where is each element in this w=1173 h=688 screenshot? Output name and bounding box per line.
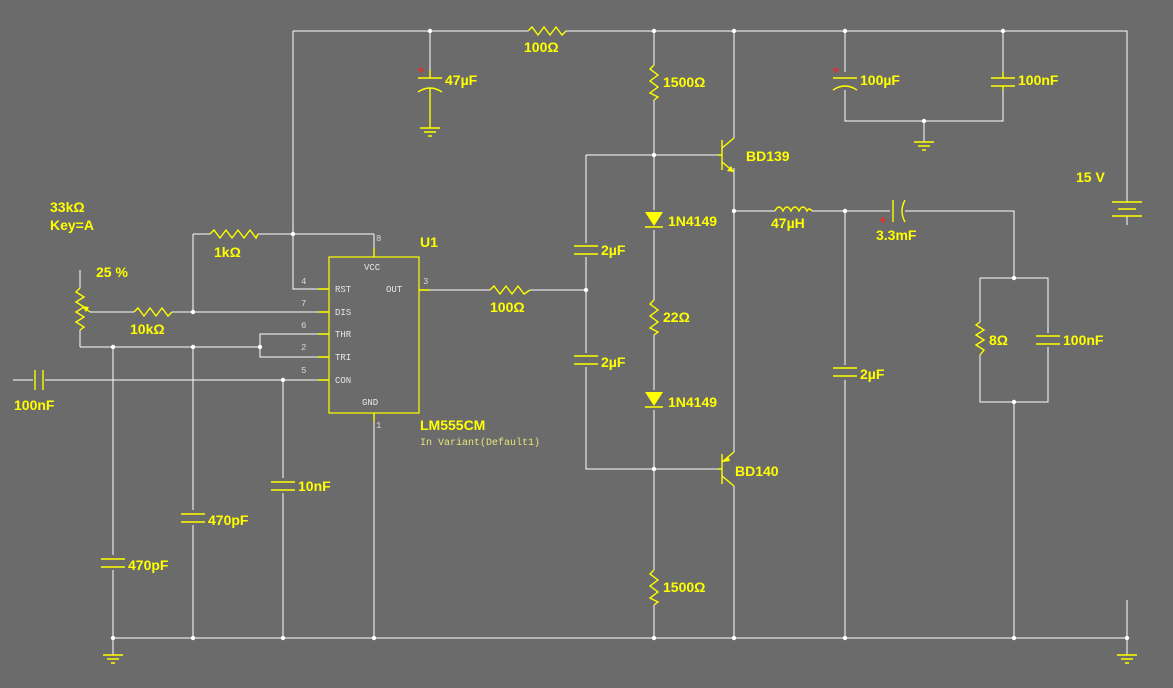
- pin-thr: THR: [335, 330, 352, 340]
- capacitor-icon[interactable]: [833, 367, 857, 377]
- label-r-8: 8Ω: [989, 332, 1008, 348]
- resistor-icon[interactable]: [648, 569, 660, 606]
- pin-gnd: GND: [362, 398, 378, 408]
- resistor-icon[interactable]: [648, 64, 660, 101]
- pin-out: OUT: [386, 285, 403, 295]
- electrolytic-capacitor-icon[interactable]: [417, 67, 443, 128]
- label-r-22: 22Ω: [663, 309, 690, 325]
- pin-number-6: 6: [301, 321, 306, 331]
- pin-number-3: 3: [423, 277, 428, 287]
- pin-dis: DIS: [335, 308, 351, 318]
- diode-icon[interactable]: [645, 392, 663, 408]
- label-r-1k: 1kΩ: [214, 244, 241, 260]
- label-r-top: 100Ω: [524, 39, 559, 55]
- resistor-icon[interactable]: [648, 299, 660, 336]
- capacitor-icon[interactable]: [101, 558, 125, 568]
- battery-icon[interactable]: [1112, 201, 1142, 217]
- electrolytic-capacitor-icon[interactable]: [880, 199, 906, 223]
- label-c-2u-a: 2µF: [601, 242, 626, 258]
- label-c-100u: 100µF: [860, 72, 900, 88]
- capacitor-icon[interactable]: [574, 355, 598, 365]
- capacitor-icon[interactable]: [34, 370, 44, 390]
- label-d-top: 1N4149: [668, 213, 717, 229]
- label-u1-ref: U1: [420, 234, 438, 250]
- label-r-10k: 10kΩ: [130, 321, 165, 337]
- pin-number-5: 5: [301, 366, 306, 376]
- pin-number-8: 8: [376, 234, 381, 244]
- label-c-2u-out: 2µF: [860, 366, 885, 382]
- capacitor-icon[interactable]: [271, 481, 295, 491]
- label-u1-variant: In Variant(Default1): [420, 437, 540, 449]
- ground-icon: [103, 654, 123, 664]
- label-c-100n-top: 100nF: [1018, 72, 1059, 88]
- pin-number-7: 7: [301, 299, 306, 309]
- pin-number-2: 2: [301, 343, 306, 353]
- pin-number-1: 1: [376, 421, 381, 431]
- label-c-47: 47µF: [445, 72, 478, 88]
- label-pot-value: 33kΩ: [50, 199, 85, 215]
- label-pot-key: Key=A: [50, 217, 94, 233]
- wires: [13, 30, 1128, 655]
- diode-icon[interactable]: [645, 212, 663, 228]
- label-c-470-a: 470pF: [208, 512, 249, 528]
- capacitor-icon[interactable]: [1036, 335, 1060, 345]
- resistor-icon[interactable]: [974, 321, 986, 356]
- label-c-3m3: 3.3mF: [876, 227, 917, 243]
- label-r-1500-top: 1500Ω: [663, 74, 705, 90]
- resistor-icon[interactable]: [133, 306, 173, 318]
- label-q-top: BD139: [746, 148, 790, 164]
- junction-dots: [110, 28, 1130, 641]
- label-q-bot: BD140: [735, 463, 779, 479]
- resistor-icon[interactable]: [527, 25, 567, 37]
- label-pot-pct: 25 %: [96, 264, 128, 280]
- pin-number-4: 4: [301, 277, 306, 287]
- label-d-bot: 1N4149: [668, 394, 717, 410]
- ic-555-icon[interactable]: [318, 248, 430, 422]
- electrolytic-capacitor-icon[interactable]: [832, 67, 858, 91]
- capacitor-icon[interactable]: [574, 245, 598, 255]
- label-c-con: 100nF: [14, 397, 55, 413]
- potentiometer-icon[interactable]: [74, 287, 91, 331]
- capacitor-icon[interactable]: [181, 513, 205, 523]
- ground-icon: [914, 141, 934, 151]
- pin-tri: TRI: [335, 353, 351, 363]
- label-c-470-b: 470pF: [128, 557, 169, 573]
- label-r-out: 100Ω: [490, 299, 525, 315]
- ground-icon: [1117, 654, 1137, 664]
- resistor-icon[interactable]: [209, 228, 259, 240]
- pin-rst: RST: [335, 285, 352, 295]
- pnp-transistor-icon[interactable]: [718, 451, 735, 487]
- capacitor-icon[interactable]: [991, 72, 1015, 90]
- resistor-icon[interactable]: [489, 284, 531, 296]
- label-l-47u: 47µH: [771, 215, 805, 231]
- ground-icon: [420, 127, 440, 137]
- npn-transistor-icon[interactable]: [718, 137, 735, 173]
- pin-con: CON: [335, 376, 351, 386]
- label-r-1500-bot: 1500Ω: [663, 579, 705, 595]
- label-c-10n: 10nF: [298, 478, 331, 494]
- inductor-icon[interactable]: [774, 206, 813, 213]
- label-c-100n-out: 100nF: [1063, 332, 1104, 348]
- label-c-2u-b: 2µF: [601, 354, 626, 370]
- label-u1-part: LM555CM: [420, 417, 485, 433]
- pin-vcc: VCC: [364, 263, 381, 273]
- label-supply: 15 V: [1076, 169, 1105, 185]
